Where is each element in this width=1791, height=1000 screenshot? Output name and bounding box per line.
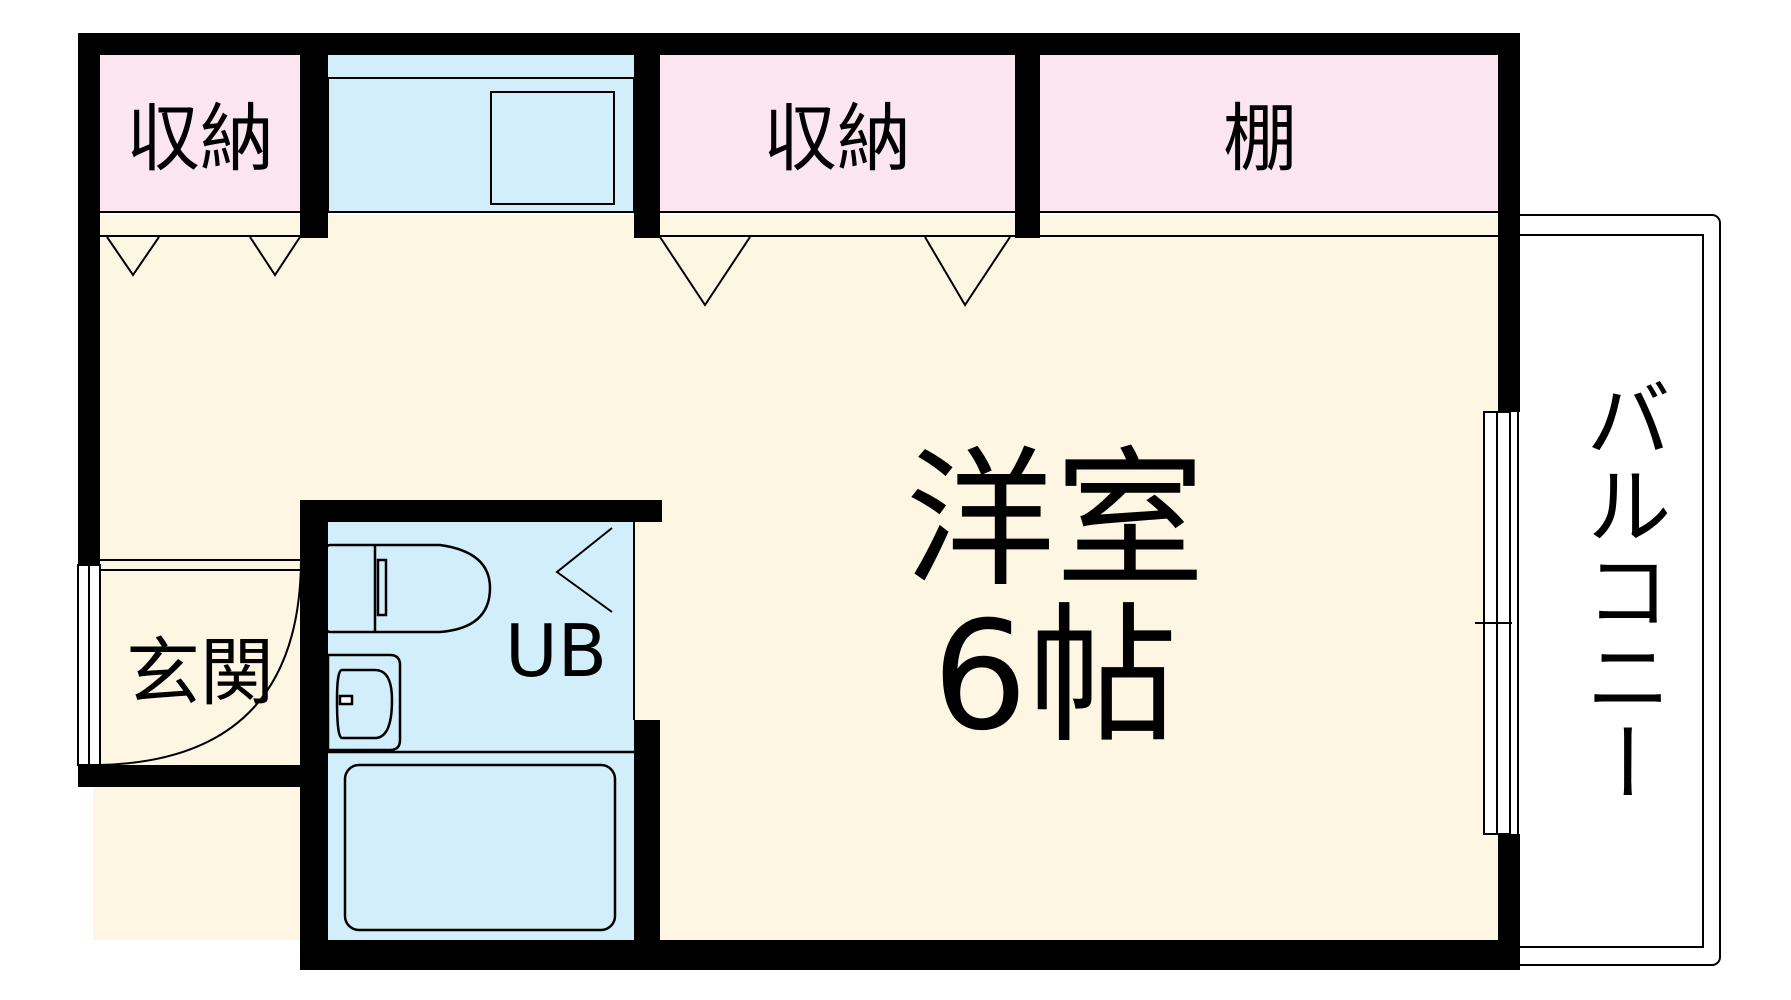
folding-door-marks (106, 236, 1011, 307)
bath-door-mark (555, 527, 613, 613)
western-room-size-label: 6帖 (932, 590, 1177, 764)
shelf-label: 棚 (1223, 96, 1297, 182)
balcony-inner (1517, 234, 1704, 948)
balcony-window (1475, 411, 1512, 835)
bathtub (343, 763, 617, 932)
storage-left-fill (93, 55, 300, 212)
western-room-name-label: 洋室 (905, 434, 1205, 608)
entrance-label: 玄関 (126, 630, 274, 716)
walls (78, 33, 1520, 970)
entrance-door-swing (99, 559, 302, 766)
toilet (323, 543, 492, 634)
unit-bath-fixtures (323, 543, 634, 932)
storage-center-fill (660, 55, 1015, 212)
balcony-label: バルコニー (1570, 375, 1670, 805)
entrance-door-frame (77, 564, 101, 766)
entrance-floor (93, 555, 301, 765)
kitchen-fill (328, 55, 634, 212)
bath-label: UB (505, 609, 607, 693)
kitchen-sink (490, 91, 615, 205)
storage-left-label: 収納 (126, 96, 274, 182)
storage-center-label: 収納 (763, 96, 911, 182)
shelf-fill (1040, 55, 1498, 212)
storage-front-lines (93, 211, 1498, 237)
